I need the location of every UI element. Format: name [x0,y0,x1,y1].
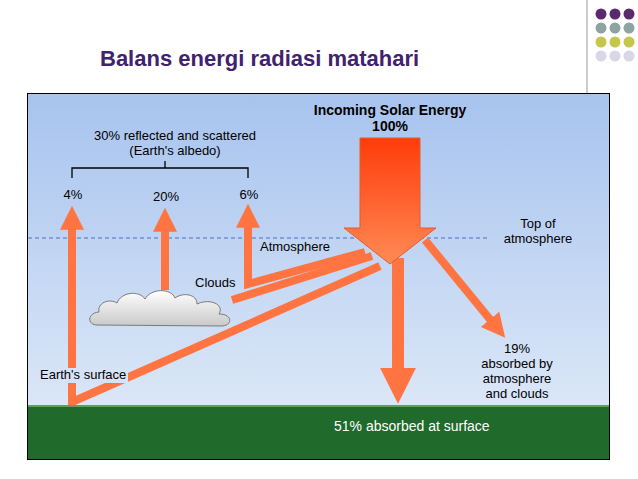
slide-title: Balans energi radiasi matahari [100,46,419,71]
decor-dot [624,37,635,48]
decor-dot [624,9,635,20]
incoming-solar-arrow [344,138,436,264]
cloud-shape: Clouds [85,283,235,328]
sky-panel [28,94,610,460]
decor-dot [610,51,621,62]
albedo-bracket [72,161,248,178]
cloud-label: Clouds [195,276,235,291]
cloud-outline [90,291,230,326]
incoming-label: Incoming Solar Energy 100% [300,102,480,134]
layer-label: Earth's surface [38,368,128,383]
decor-dot [610,23,621,34]
albedo-label: 30% reflected and scattered (Earth's alb… [75,129,275,159]
percent-label: 20% [150,190,182,205]
percent-label: 6% [234,188,264,203]
decor-dot [596,51,607,62]
decor-dot [610,37,621,48]
decor-dot [596,9,607,20]
decor-dot [624,51,635,62]
decor-dot [610,9,621,20]
percent-label: 4% [58,188,88,203]
absorption-label: 19% absorbed by atmosphere and clouds [479,342,555,402]
atmosphere-scatter-arrow [248,223,365,284]
band-label: 51% absorbed at surface [334,418,490,434]
decor-dot [596,23,607,34]
atmosphere-absorption-arrow [425,240,493,323]
ground-band: 51% absorbed at surface [28,405,609,459]
decor-dots [596,9,635,62]
layer-label: Atmosphere [258,240,332,255]
cloud-reflection-arrow [165,227,372,300]
decor-dot [596,37,607,48]
boundary-label: Top of atmosphere [490,217,586,247]
surface-absorption-arrow [392,258,404,375]
decor-dot [624,23,635,34]
